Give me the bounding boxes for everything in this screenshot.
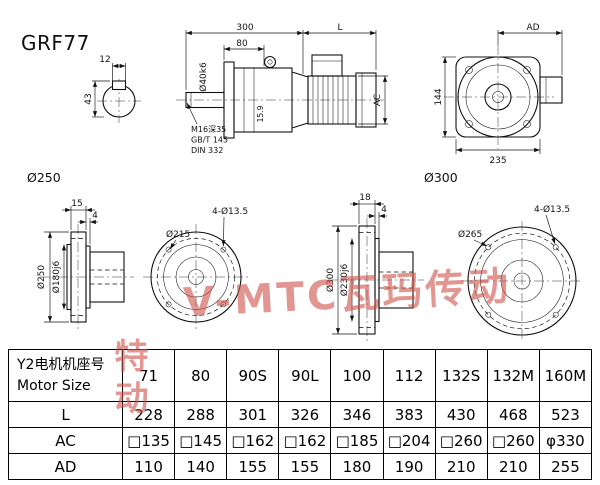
flange-300-bolt-circle	[473, 232, 571, 330]
page-title: GRF77	[21, 31, 90, 55]
cell-l-4: 346	[330, 401, 384, 428]
motor-size-160m: 160M	[538, 349, 593, 402]
cell-ac-1: □145	[174, 427, 228, 454]
row-label-l: L	[8, 401, 123, 428]
motor-size-header-cn: Y2电机机座号	[17, 356, 105, 373]
motor-size-112: 112	[382, 349, 436, 402]
table-row-l: L 228 288 301 326 346 383 430 468 523	[8, 401, 593, 428]
dim-144: 144	[434, 88, 444, 105]
dim-235: 235	[489, 156, 506, 166]
flange-250-bolt-circle	[156, 237, 236, 317]
cell-l-6: 430	[434, 401, 488, 428]
cell-l-0: 228	[121, 401, 176, 428]
cell-ad-4: 180	[330, 453, 384, 480]
dim-flange-300-outer: Ø300	[325, 268, 336, 293]
cell-ad-1: 140	[174, 453, 228, 480]
dim-ad: AD	[526, 23, 539, 33]
terminal-box	[311, 54, 343, 77]
technical-drawing: 12 43	[27, 23, 582, 342]
dim-shaft-height: 43	[84, 93, 94, 104]
cell-l-8: 523	[538, 401, 593, 428]
cell-ac-7: □260	[486, 427, 540, 454]
note-tapped-hole: M16深35	[191, 125, 226, 134]
dim-300: 300	[236, 23, 253, 33]
flange-300-view: Ø300 18 4 Ø300	[325, 170, 582, 342]
row-label-ad: AD	[8, 453, 123, 480]
dim-shaft-dia: Ø40k6	[198, 62, 209, 92]
dim-flange-300-spigot-dia: Ø230j6	[339, 263, 350, 296]
cell-ac-3: □162	[278, 427, 332, 454]
dim-80: 80	[236, 39, 248, 49]
flange-250-body	[89, 251, 125, 303]
note-gb-standard: GB/T 145	[191, 136, 228, 145]
flange-250-outer-circle	[150, 231, 242, 323]
cell-ad-5: 190	[382, 453, 436, 480]
terminal-box-end	[539, 76, 563, 104]
cell-l-2: 301	[226, 401, 280, 428]
dim-flange-250-spigot-depth: 4	[92, 211, 98, 221]
dim-key-width: 12	[99, 55, 110, 65]
motor-size-132s: 132S	[434, 349, 488, 402]
dim-flange-250-outer: Ø250	[36, 265, 47, 290]
dim-flange-300-holes: 4-Ø13.5	[534, 204, 570, 215]
flange-250-spigot	[66, 243, 72, 311]
cell-l-3: 326	[278, 401, 332, 428]
motor-size-71: 71	[121, 349, 176, 402]
table-header-row: Y2电机机座号 Motor Size 71 80 90S 90L 100 112…	[8, 349, 593, 402]
flange-250-view: Ø250 15 4 Ø250	[27, 170, 249, 331]
flange-300-label: Ø300	[424, 170, 458, 185]
motor-size-90s: 90S	[226, 349, 280, 402]
flange-300-outer-circle	[467, 226, 577, 336]
dim-flange-300-thickness: 18	[359, 193, 371, 203]
dim-ac: AC	[373, 94, 383, 106]
dim-flange-300-spigot-depth: 4	[381, 205, 387, 215]
flange-300-body	[378, 251, 414, 309]
dim-flange-250-bolt-circle: Ø215	[166, 229, 190, 240]
dim-flange-300-bolt-circle: Ø265	[458, 229, 482, 240]
table-row-ac: AC □135 □145 □162 □162 □185 □204 □260 □2…	[8, 427, 593, 454]
cell-ad-7: 210	[486, 453, 540, 480]
cell-ac-6: □260	[434, 427, 488, 454]
cell-ad-8: 255	[538, 453, 593, 480]
note-din-standard: DIN 332	[191, 146, 223, 155]
cell-l-1: 288	[174, 401, 228, 428]
cell-ad-6: 210	[434, 453, 488, 480]
dim-flange-250-holes: 4-Ø13.5	[212, 206, 248, 217]
motor-size-100: 100	[330, 349, 384, 402]
gear-housing	[233, 67, 293, 133]
cell-ac-4: □185	[330, 427, 384, 454]
motor-size-90l: 90L	[278, 349, 332, 402]
keyway	[111, 80, 127, 91]
row-label-ac: AC	[8, 427, 123, 454]
gearmotor-end-view: AD 144 235	[434, 23, 563, 166]
cell-ad-0: 110	[121, 453, 176, 480]
cell-ac-5: □204	[382, 427, 436, 454]
cell-ad-2: 155	[226, 453, 280, 480]
dim-flange-250-spigot-dia: Ø180j6	[51, 260, 62, 293]
gearmotor-side-view: 300 L 80 Ø40k6 AC 15.9 M16深35 GB/T 145 D…	[176, 23, 388, 155]
motor-size-header-en: Motor Size	[17, 377, 91, 394]
motor-size-80: 80	[174, 349, 228, 402]
cell-ac-0: □135	[121, 427, 176, 454]
fan-cover	[355, 72, 377, 128]
cell-ac-2: □162	[226, 427, 280, 454]
dimension-table: Y2电机机座号 Motor Size 71 80 90S 90L 100 112…	[8, 349, 593, 480]
motor-size-132m: 132M	[486, 349, 540, 402]
cell-ad-3: 155	[278, 453, 332, 480]
dim-15-9: 15.9	[256, 105, 265, 122]
dim-flange-250-thickness: 15	[71, 199, 82, 209]
table-row-ad: AD 110 140 155 155 180 190 210 210 255	[8, 453, 593, 480]
cell-l-7: 468	[486, 401, 540, 428]
shaft-section-view: 12 43	[84, 55, 141, 123]
eyebolt	[263, 55, 277, 69]
cell-l-5: 383	[382, 401, 436, 428]
flange-250-label: Ø250	[27, 170, 61, 185]
cell-ac-8: φ330	[538, 427, 593, 454]
dim-l: L	[337, 23, 342, 33]
motor-size-header-cell: Y2电机机座号 Motor Size	[8, 349, 123, 402]
